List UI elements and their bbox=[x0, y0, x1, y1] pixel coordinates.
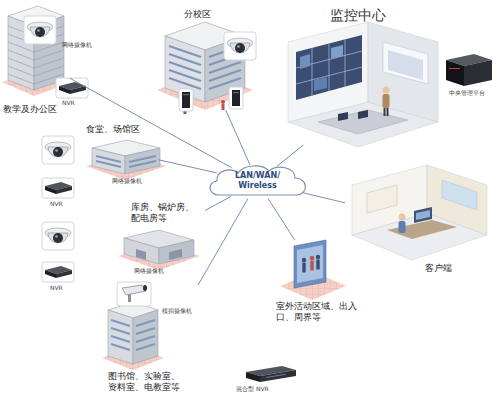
library-building bbox=[102, 302, 164, 370]
office-zone: 教学及办公区 bbox=[0, 0, 70, 118]
network-link bbox=[70, 78, 232, 167]
zone-label: 图书馆、实验室、 资料室、电教室等 bbox=[108, 371, 186, 393]
network-camera bbox=[24, 16, 56, 44]
center-title: 监控中心 bbox=[330, 7, 450, 24]
zone-label: 教学及办公区 bbox=[3, 104, 69, 115]
network-camera bbox=[42, 222, 74, 250]
nvr-device bbox=[56, 78, 88, 98]
part-label: 网络摄像机 bbox=[112, 178, 142, 185]
network-label: LAN/WAN/ Wireless bbox=[225, 171, 290, 190]
network-link bbox=[205, 196, 231, 210]
canteen-building bbox=[86, 140, 166, 180]
zone-label: 分校区 bbox=[184, 9, 244, 20]
network-link bbox=[277, 145, 304, 166]
client-room bbox=[352, 165, 487, 260]
network-link bbox=[158, 160, 217, 173]
monitoring-center: 监控中心 bbox=[285, 5, 495, 145]
network-camera bbox=[224, 32, 256, 60]
network-cloud: LAN/WAN/ Wireless bbox=[205, 162, 310, 202]
zone-label: 室外活动区域、出入 口、周界等 bbox=[276, 301, 364, 323]
network-link bbox=[226, 110, 250, 165]
nvr-device bbox=[229, 87, 243, 109]
client-zone: 客户端 bbox=[345, 160, 490, 280]
part-label: NVR bbox=[50, 201, 63, 208]
warehouse-zone: 库房、锅炉房、 配电房等 bbox=[115, 200, 205, 270]
outdoor-area bbox=[280, 240, 346, 300]
network-link bbox=[198, 199, 248, 285]
nvr-device bbox=[42, 178, 74, 198]
network-link bbox=[298, 192, 346, 203]
part-label: NVR bbox=[62, 100, 75, 107]
nvr-device bbox=[42, 262, 74, 282]
analog-camera bbox=[117, 282, 151, 306]
part-label: 网络摄像机 bbox=[62, 42, 92, 49]
cloud-outline bbox=[210, 166, 305, 195]
zone-label: 库房、锅炉房、 配电房等 bbox=[131, 202, 201, 224]
zone-label: 客户端 bbox=[425, 263, 475, 274]
part-label: NVR bbox=[50, 285, 63, 292]
central-server bbox=[446, 54, 492, 86]
part-label: 模拟摄像机 bbox=[162, 308, 192, 315]
outdoor-zone: 室外活动区域、出入 口、周界等 bbox=[272, 240, 372, 325]
network-camera bbox=[42, 136, 74, 164]
campus-zone: 分校区 bbox=[160, 5, 245, 110]
part-label: 网络摄像机 bbox=[134, 268, 164, 275]
zone-label: 食堂、场馆区 bbox=[86, 124, 156, 135]
canteen-zone: 食堂、场馆区 bbox=[80, 122, 158, 180]
part-label: 混合型 NVR bbox=[236, 386, 269, 393]
network-link bbox=[268, 199, 295, 240]
part-label: 中央管理平台 bbox=[449, 90, 485, 97]
monitoring-room bbox=[288, 22, 438, 147]
library-zone: 图书馆、实验室、 资料室、电教室等 bbox=[100, 285, 230, 400]
nvr-device bbox=[179, 89, 193, 111]
hybrid-nvr bbox=[246, 366, 296, 382]
warehouse-building bbox=[118, 230, 200, 270]
